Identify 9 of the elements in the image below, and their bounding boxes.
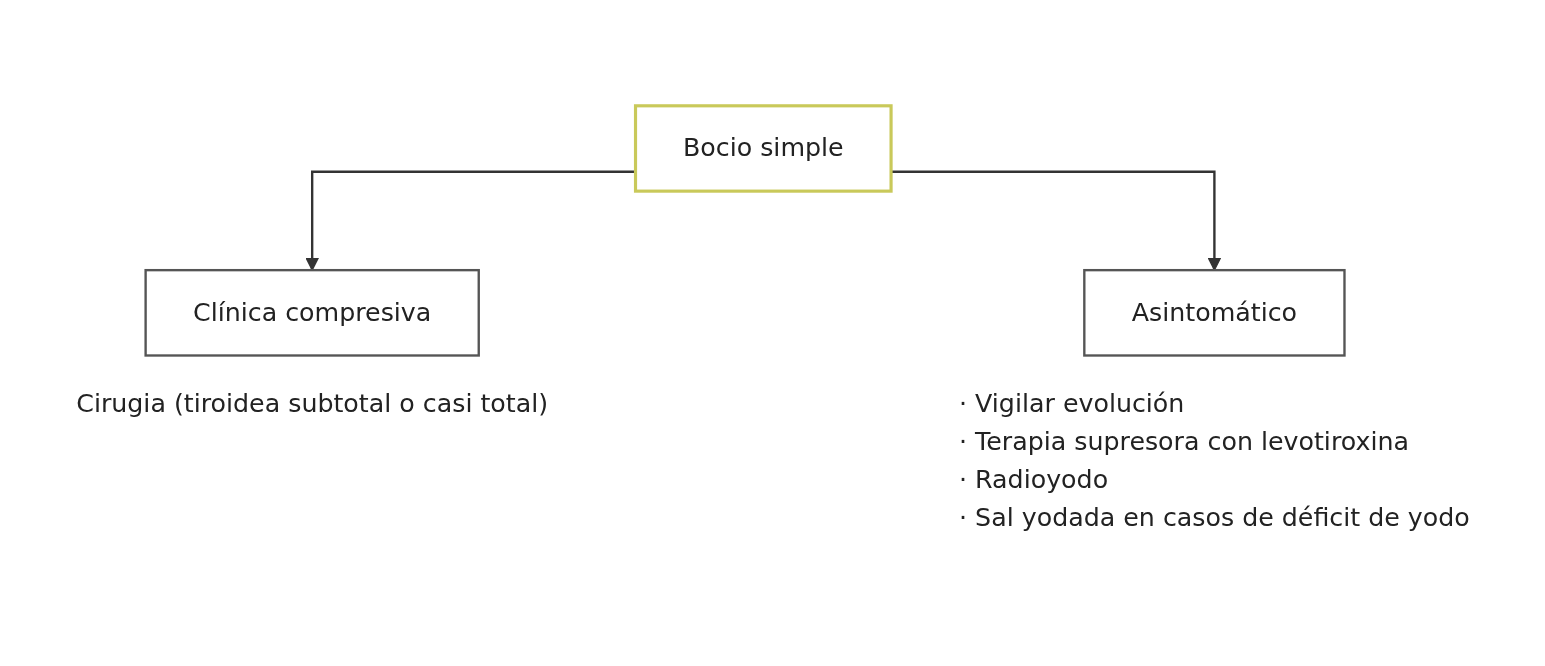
node-label: · Radioyodo (958, 464, 1108, 495)
node-label: Cirugia (tiroidea subtotal o casi total) (75, 388, 548, 419)
flowchart: Bocio simple Clínica compresiva Asintomático Cirugia (tiroidea subtotal o casi total) · Vigilar evolución · Terapia supresora con levotiroxina · Radioyodo · Sal yodada en casos de déficit de yodo (12, 89, 1533, 577)
node-label: · Sal yodada en casos de déficit de yodo (958, 502, 1470, 533)
node-box (143, 268, 480, 357)
node-box (1082, 268, 1346, 357)
node-label: · Terapia supresora con levotiroxina (958, 426, 1409, 457)
node-label: · Vigilar evolución (958, 388, 1184, 419)
node-box (633, 103, 893, 193)
